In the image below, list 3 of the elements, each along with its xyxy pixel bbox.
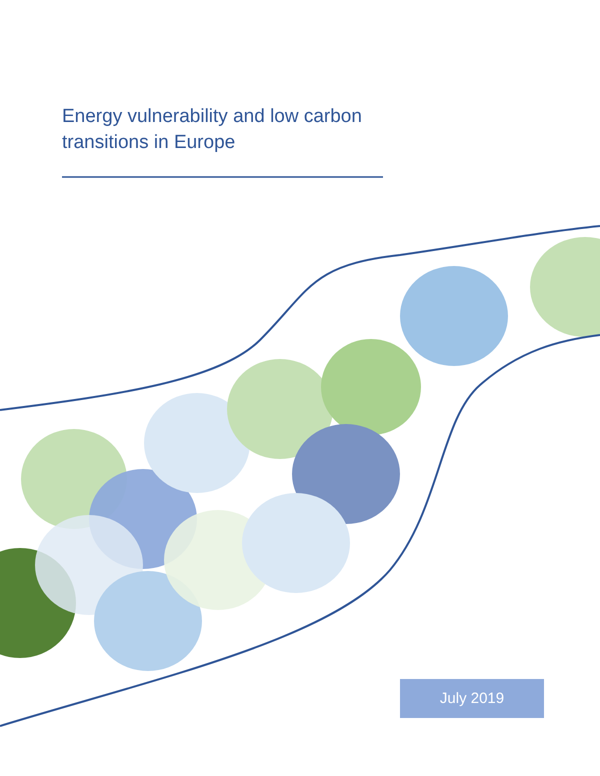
date-text: July 2019 <box>440 690 504 707</box>
date-box <box>400 679 544 718</box>
report-title: Energy vulnerability and low carbon transitions in Europe <box>62 105 363 155</box>
